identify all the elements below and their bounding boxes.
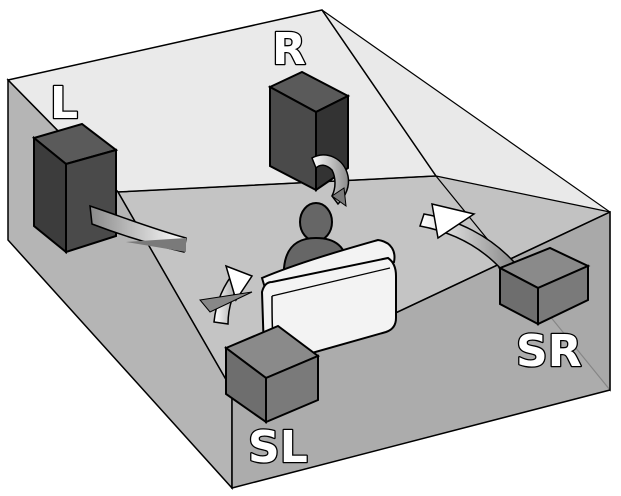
sound-arrows: [89, 154, 516, 325]
speaker-surround-right: [497, 246, 591, 326]
label-front-right: R: [272, 24, 306, 75]
label-front-left: L: [50, 78, 78, 129]
speaker-front-right: [267, 70, 351, 192]
label-surround-left: SL: [248, 422, 308, 473]
sofa: [260, 238, 397, 364]
label-surround-right: SR: [516, 326, 582, 377]
speaker-surround-left: [224, 324, 320, 424]
listener-head: [299, 202, 333, 242]
speaker-front-left: [31, 122, 119, 255]
